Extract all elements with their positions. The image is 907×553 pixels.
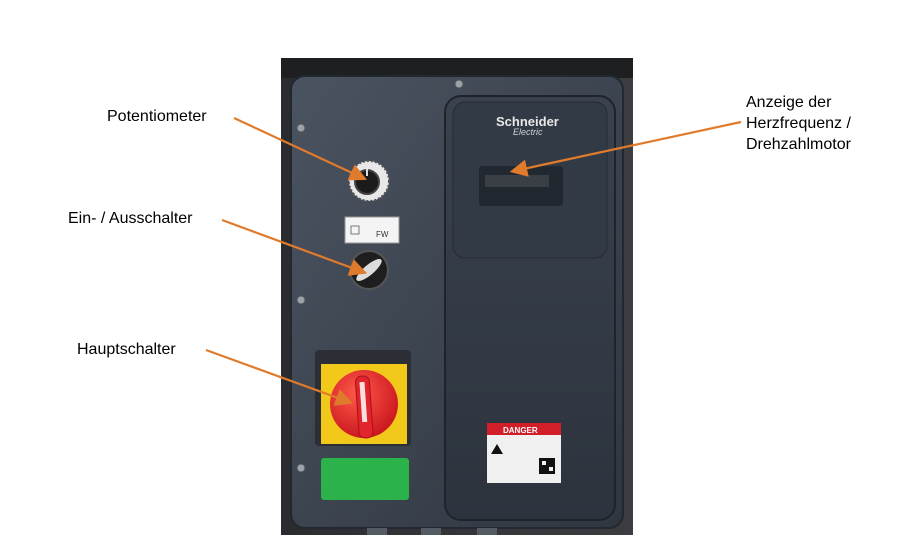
potentiometer-knob: [348, 160, 390, 202]
danger-text: DANGER: [503, 426, 538, 435]
control-panel-photo: FW Schneider Electric DANGER: [281, 58, 633, 535]
label-main-switch: Hauptschalter: [77, 341, 176, 358]
cable-glands: [367, 528, 497, 535]
selector-mark: FW: [376, 230, 389, 239]
label-switch: Ein- / Ausschalter: [68, 210, 193, 227]
label-display-line3: Drehzahlmotor: [746, 136, 851, 153]
label-display-line1: Anzeige der: [746, 94, 832, 111]
label-display-line2: Herzfrequenz /: [746, 115, 851, 132]
danger-label: DANGER: [487, 423, 561, 483]
label-potentiometer: Potentiometer: [107, 108, 207, 125]
main-switch: [315, 350, 411, 500]
brand-sub: Electric: [513, 127, 543, 137]
